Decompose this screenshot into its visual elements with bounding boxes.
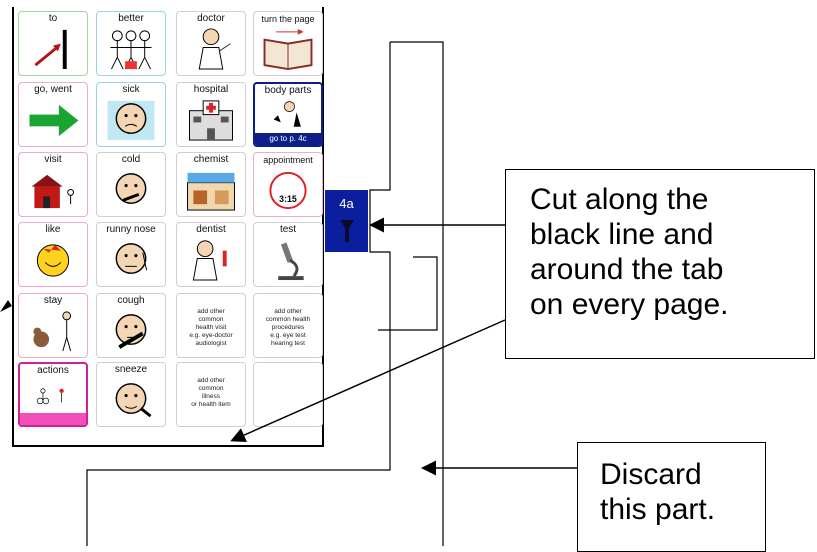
board-cell[interactable] <box>253 362 323 427</box>
cell-label: appointment <box>263 155 313 165</box>
cut-line-4: on every page. <box>530 288 729 321</box>
discard-line-1: Discard <box>600 458 702 491</box>
communication-board: to better doctor turn the page go, went sick h… <box>12 7 324 447</box>
sneeze-face-icon <box>103 377 159 422</box>
body-parts-icon <box>261 98 315 131</box>
board-cell[interactable]: actions <box>18 362 88 427</box>
cell-label: cold <box>121 154 141 165</box>
cell-label: sneeze <box>114 364 148 375</box>
cell-label: visit <box>44 154 62 165</box>
cut-line-1: Cut along the <box>530 183 709 216</box>
cell-label: dentist <box>196 224 226 235</box>
cut-outline-inner <box>378 256 438 331</box>
svg-text:3:15: 3:15 <box>279 194 297 204</box>
cut-line-2: black line and <box>530 218 714 251</box>
board-cell[interactable]: go, went <box>18 82 88 147</box>
board-cell[interactable]: hospital <box>176 82 246 147</box>
dental-tool-icon <box>340 220 354 242</box>
cell-footer-bar <box>20 413 86 425</box>
board-cell[interactable]: cold <box>96 152 166 217</box>
cut-instruction-box: Cut along the black line and around the … <box>505 169 815 359</box>
actions-icon <box>26 378 80 411</box>
board-cell[interactable]: to <box>18 11 88 76</box>
like-icon <box>25 237 81 282</box>
cell-label: go, went <box>34 84 72 95</box>
cell-label: like <box>45 224 61 235</box>
board-cell[interactable]: better <box>96 11 166 76</box>
to-icon <box>25 26 81 71</box>
board-cell[interactable]: appointment 3:15 <box>253 152 323 217</box>
board-cell[interactable]: body parts go to p. 4c <box>253 82 323 147</box>
cough-face-icon <box>103 308 159 353</box>
board-cell[interactable]: doctor <box>176 11 246 76</box>
dentist-icon <box>183 237 239 282</box>
cell-footer-bar: go to p. 4c <box>255 133 321 145</box>
microscope-icon <box>260 237 316 282</box>
cut-line-3: around the tab <box>530 253 724 286</box>
cell-note: add other common health visit e.g. eye-d… <box>189 308 233 347</box>
board-cell[interactable]: dentist <box>176 222 246 287</box>
cell-label: chemist <box>193 154 229 165</box>
board-cell[interactable]: test <box>253 222 323 287</box>
stay-icon <box>25 308 81 353</box>
cell-label: doctor <box>197 13 225 24</box>
board-cell[interactable]: cough <box>96 293 166 358</box>
left-arrowhead <box>0 300 12 312</box>
arrow-right-icon <box>25 97 81 142</box>
hospital-icon <box>183 97 239 142</box>
board-cell[interactable]: runny nose <box>96 222 166 287</box>
discard-box: Discard this part. <box>577 442 766 552</box>
cell-label: runny nose <box>106 224 156 235</box>
cold-face-icon <box>103 167 159 212</box>
board-cell[interactable]: sick <box>96 82 166 147</box>
board-cell[interactable]: add other common health procedures e.g. … <box>253 293 323 358</box>
book-icon <box>260 26 316 71</box>
better-icon <box>103 26 159 71</box>
cell-note: add other common health procedures e.g. … <box>265 308 311 347</box>
cell-label: body parts <box>264 85 312 96</box>
cell-label: cough <box>117 295 145 306</box>
board-cell[interactable]: add other common health visit e.g. eye-d… <box>176 293 246 358</box>
page-tab[interactable]: 4a <box>325 190 368 252</box>
board-cell[interactable]: add other common illness or health item <box>176 362 246 427</box>
cell-label: turn the page <box>261 14 315 24</box>
house-icon <box>25 167 81 212</box>
board-cell[interactable]: stay <box>18 293 88 358</box>
clock-icon: 3:15 <box>260 167 316 212</box>
board-cell[interactable]: visit <box>18 152 88 217</box>
runny-nose-icon <box>103 237 159 282</box>
board-cell[interactable]: like <box>18 222 88 287</box>
shop-icon <box>183 167 239 212</box>
cell-label: better <box>118 13 144 24</box>
cell-label: sick <box>122 84 140 95</box>
sick-face-icon <box>103 97 159 142</box>
board-cell[interactable]: chemist <box>176 152 246 217</box>
cell-label: stay <box>43 295 63 306</box>
cell-label: test <box>279 224 297 235</box>
cell-label: hospital <box>193 84 229 95</box>
cell-label: actions <box>37 365 69 376</box>
cell-label: to <box>48 13 58 24</box>
doctor-icon <box>183 26 239 71</box>
board-cell[interactable]: sneeze <box>96 362 166 427</box>
board-cell[interactable]: turn the page <box>253 11 323 76</box>
page-tab-label: 4a <box>339 196 354 211</box>
cell-note: add other common illness or health item <box>191 377 231 408</box>
discard-line-2: this part. <box>600 493 716 526</box>
